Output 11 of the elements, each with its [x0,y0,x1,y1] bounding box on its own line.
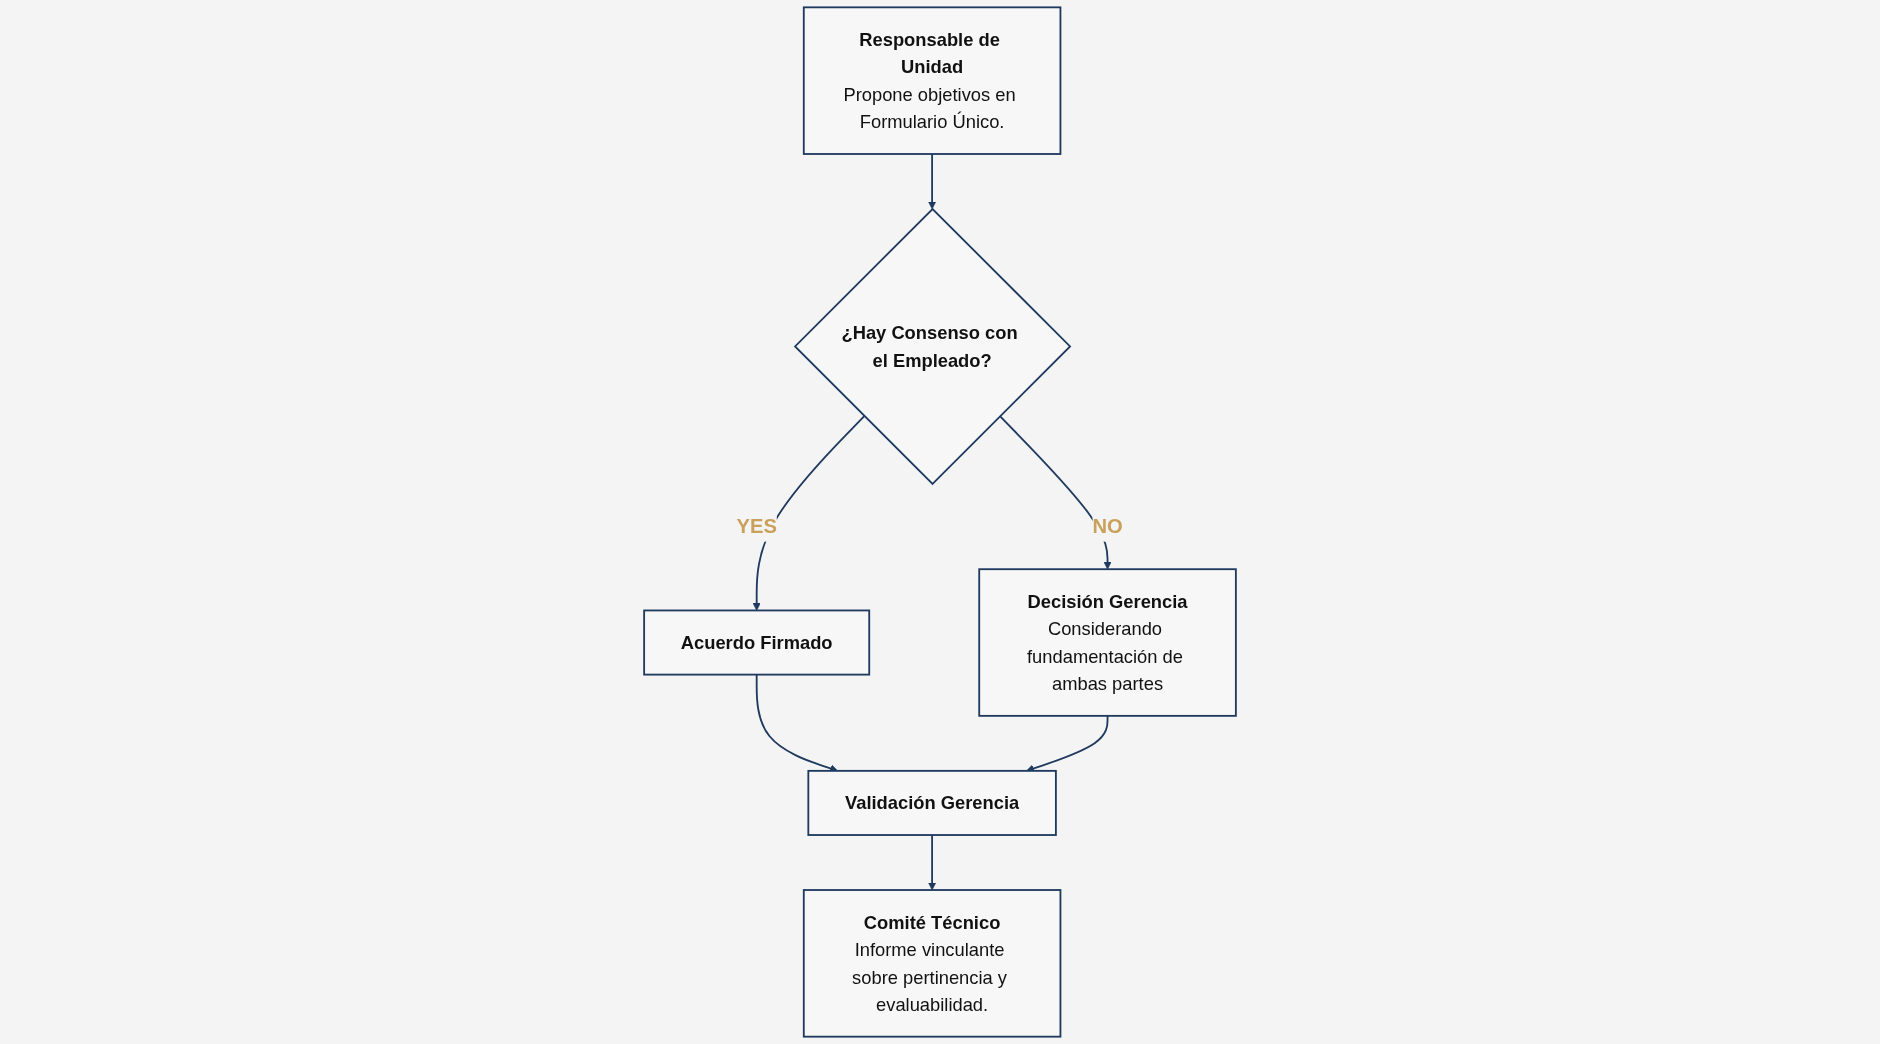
node-box: Validación Gerencia [807,769,1057,836]
node-box: Decisión Gerencia Considerando fundamentación de ambas partes [978,568,1237,717]
arrow [928,834,937,891]
arrow [928,153,937,210]
edge-label: NO [1092,515,1123,539]
edge-label: YES [736,515,777,539]
node-diamond: ¿Hay Consenso con el Empleado? [793,207,1072,486]
node-box: Responsable de Unidad Propone objetivos en Formulario Único. [802,6,1062,155]
arrow [752,415,866,611]
node-box: Acuerdo Firmado [643,609,871,676]
node-box: Comité Técnico Informe vinculante sobre pertinencia y evaluabilidad. [802,889,1062,1038]
